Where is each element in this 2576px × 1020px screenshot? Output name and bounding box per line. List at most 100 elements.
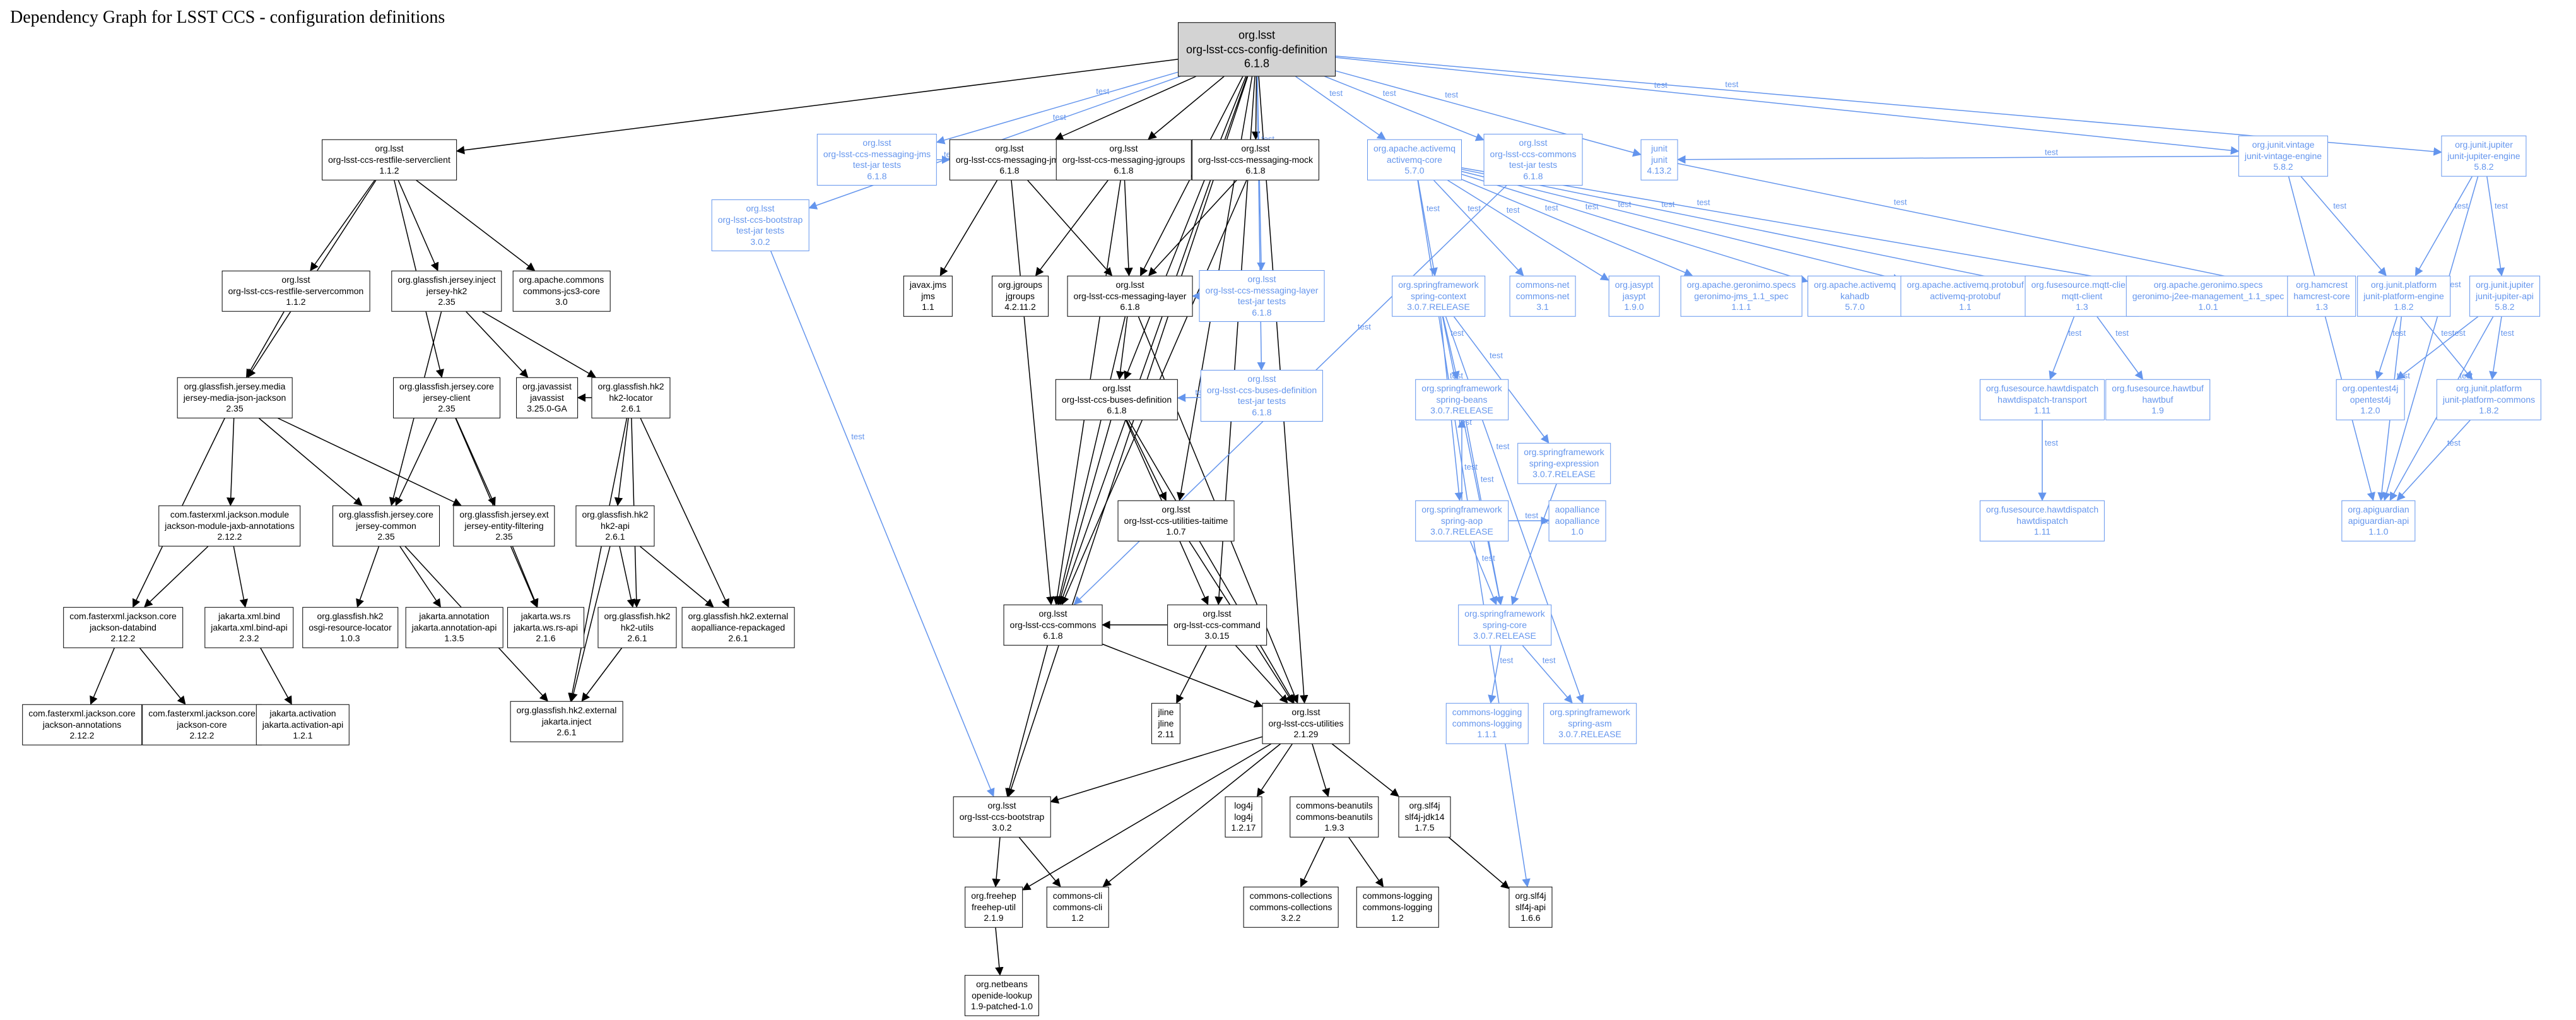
dependency-edge — [995, 927, 1004, 976]
edge-test-label: test — [2397, 371, 2410, 380]
edge-test-label: test — [2441, 328, 2454, 338]
dependency-edge — [1124, 76, 1247, 380]
dependency-edge — [278, 417, 462, 506]
dependency-edge — [1148, 76, 1225, 140]
edge-test-label: test — [1545, 203, 1558, 213]
dependency-edge — [1018, 837, 1061, 887]
edge-test-label: test — [1507, 205, 1520, 215]
dependency-edge — [246, 311, 285, 378]
edge-test-label: test — [1481, 475, 1494, 484]
dependency-edge — [2489, 316, 2502, 380]
dependency-edge — [1442, 316, 1503, 605]
dependency-edge — [1348, 837, 1384, 887]
dependency-edge — [1007, 76, 1249, 797]
dependency-edge — [568, 418, 628, 702]
graph-title: Dependency Graph for LSST CCS - configur… — [10, 8, 445, 27]
edge-test-label: test — [1543, 655, 1556, 665]
dependency-edge — [1140, 76, 1244, 276]
dependency-edge — [1057, 420, 1112, 605]
dependency-edge — [1461, 167, 2127, 285]
dependency-edge — [1035, 180, 1109, 276]
edge-test-label: test — [1426, 203, 1440, 213]
dependency-edge — [397, 180, 439, 271]
dependency-edge — [1125, 420, 1209, 605]
dependency-edge — [1461, 169, 2026, 287]
edge-test-label: test — [1654, 80, 1667, 90]
dependency-edge — [2486, 176, 2505, 276]
dependency-edge — [992, 837, 1001, 887]
dependency-edge — [1176, 645, 1207, 704]
dependency-edge — [2382, 176, 2479, 501]
edge-test-label: test — [851, 432, 864, 441]
dependency-edge — [1331, 743, 1399, 797]
dependency-edge — [1433, 179, 1524, 276]
edge-test-label: test — [1383, 88, 1396, 98]
edge-test-label: test — [944, 150, 957, 159]
dependency-edge — [1335, 57, 2240, 155]
dependency-edge — [1510, 483, 1557, 605]
dependency-edge — [1050, 736, 1262, 804]
dependency-edge — [2396, 316, 2479, 380]
dependency-edge — [481, 311, 596, 378]
edge-test-label: test — [2495, 201, 2508, 210]
edge-test-label: test — [2455, 201, 2468, 210]
dependency-edge — [512, 546, 539, 608]
dependency-edge — [1102, 643, 1263, 708]
edge-test-label: test — [1500, 655, 1513, 665]
edge-test-label: test — [1894, 198, 1907, 207]
dependency-edge — [639, 545, 714, 608]
edge-test-label: test — [1725, 80, 1738, 89]
edge-test-label: test — [2448, 280, 2461, 289]
edge-test-label: test — [1261, 169, 1274, 179]
dependency-edge — [399, 546, 441, 608]
dependency-edge — [936, 71, 1179, 145]
dependency-edge — [2049, 316, 2075, 380]
edge-test-label: test — [2501, 328, 2514, 338]
dependency-edge — [1059, 76, 1248, 605]
edge-test-label: test — [2115, 328, 2129, 338]
dependency-edge — [466, 311, 529, 378]
dependency-edge — [1011, 180, 1055, 605]
edge-test-label: test — [1199, 286, 1213, 295]
dependency-edge — [2375, 316, 2398, 380]
dependency-edge — [640, 418, 729, 608]
dependency-edge — [2377, 316, 2403, 501]
edge-test-label: test — [1525, 511, 1538, 520]
edge-test-label: test — [1459, 417, 1472, 427]
dependency-edge — [144, 545, 209, 608]
dependency-edge — [1461, 174, 1809, 283]
dependency-edge — [1335, 56, 2442, 156]
dependency-edge — [404, 545, 548, 702]
edge-test-label: test — [1096, 86, 1109, 96]
dependency-edge — [1126, 420, 1167, 501]
edge-test-label: test — [1661, 199, 1674, 209]
edge-test-label: test — [2045, 147, 2058, 157]
dependency-edge — [247, 180, 377, 378]
edge-test-label: test — [2045, 438, 2058, 448]
dependency-edge — [1335, 70, 1642, 157]
edge-test-label: test — [1053, 112, 1066, 122]
dependency-edge — [132, 418, 225, 608]
dependency-edge — [1256, 744, 1293, 797]
dependency-edge — [2288, 176, 2375, 501]
dependency-edge — [226, 418, 235, 506]
dependency-edge — [1447, 179, 1609, 281]
edge-test-label: test — [1585, 202, 1599, 211]
dependency-edge — [416, 179, 536, 271]
dependency-edge — [1295, 76, 1386, 140]
edge-test-label: test — [1450, 371, 1463, 380]
edge-test-label: test — [1618, 199, 1631, 209]
edge-test-label: test — [1482, 554, 1495, 563]
edge-test-label: test — [2460, 371, 2473, 380]
dependency-edge — [1128, 420, 1295, 704]
edge-test-label: test — [1445, 90, 1458, 100]
dependency-edge — [1461, 179, 1693, 277]
edge-test-label: test — [2333, 201, 2346, 210]
edge-test-label: test — [1464, 462, 1478, 471]
dependency-edge — [770, 251, 995, 797]
dependency-edge — [1440, 316, 1464, 501]
dependency-edge — [1417, 180, 1531, 887]
dependency-edge — [1055, 316, 1126, 605]
